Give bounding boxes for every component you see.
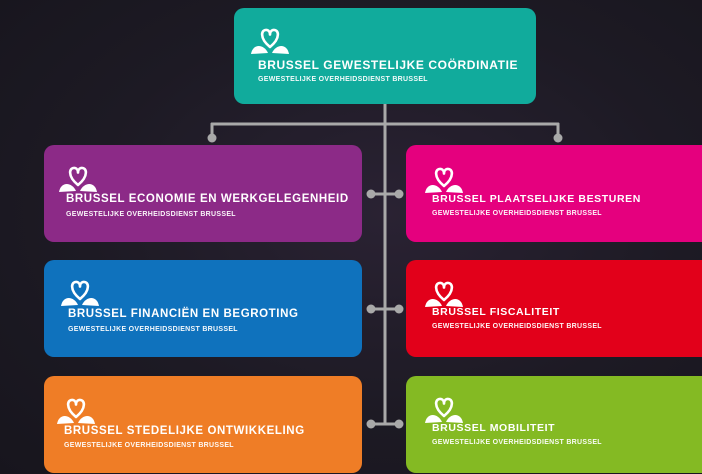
card-subtitle: GEWESTELIJKE OVERHEIDSDIENST BRUSSEL <box>68 326 238 333</box>
card-plaatselijke-besturen: BRUSSEL PLAATSELIJKE BESTUREN GEWESTELIJ… <box>406 145 702 242</box>
brussels-iris-logo-icon <box>425 397 463 423</box>
card-subtitle: GEWESTELIJKE OVERHEIDSDIENST BRUSSEL <box>64 442 234 449</box>
card-mobiliteit: BRUSSEL MOBILITEIT GEWESTELIJKE OVERHEID… <box>406 376 702 473</box>
brussels-iris-logo-icon <box>251 28 289 54</box>
top-card: BRUSSEL GEWESTELIJKE COÖRDINATIE GEWESTE… <box>234 8 536 104</box>
brussels-iris-logo-icon <box>61 280 99 306</box>
brussels-iris-logo-icon <box>57 398 95 424</box>
brussels-iris-logo-icon <box>425 281 463 307</box>
card-subtitle: GEWESTELIJKE OVERHEIDSDIENST BRUSSEL <box>66 211 236 218</box>
card-subtitle: GEWESTELIJKE OVERHEIDSDIENST BRUSSEL <box>432 210 602 217</box>
card-title: BRUSSEL STEDELIJKE ONTWIKKELING <box>64 425 305 437</box>
card-title: BRUSSEL MOBILITEIT <box>432 422 556 434</box>
card-stedelijke-ontwikkeling: BRUSSEL STEDELIJKE ONTWIKKELING GEWESTEL… <box>44 376 362 473</box>
card-title: BRUSSEL ECONOMIE EN WERKGELEGENHEID <box>66 193 349 205</box>
card-fiscaliteit: BRUSSEL FISCALITEIT GEWESTELIJKE OVERHEI… <box>406 260 702 357</box>
card-financien-begroting: BRUSSEL FINANCIËN EN BEGROTING GEWESTELI… <box>44 260 362 357</box>
brussels-iris-logo-icon <box>425 167 463 193</box>
card-title: BRUSSEL FINANCIËN EN BEGROTING <box>68 308 299 320</box>
card-title: BRUSSEL PLAATSELIJKE BESTUREN <box>432 193 641 205</box>
card-subtitle: GEWESTELIJKE OVERHEIDSDIENST BRUSSEL <box>432 439 602 446</box>
brussels-iris-logo-icon <box>59 166 97 192</box>
card-economie-werkgelegenheid: BRUSSEL ECONOMIE EN WERKGELEGENHEID GEWE… <box>44 145 362 242</box>
top-card-title: BRUSSEL GEWESTELIJKE COÖRDINATIE <box>258 58 519 72</box>
card-subtitle: GEWESTELIJKE OVERHEIDSDIENST BRUSSEL <box>432 323 602 330</box>
card-title: BRUSSEL FISCALITEIT <box>432 306 560 318</box>
top-card-subtitle: GEWESTELIJKE OVERHEIDSDIENST BRUSSEL <box>258 76 428 83</box>
